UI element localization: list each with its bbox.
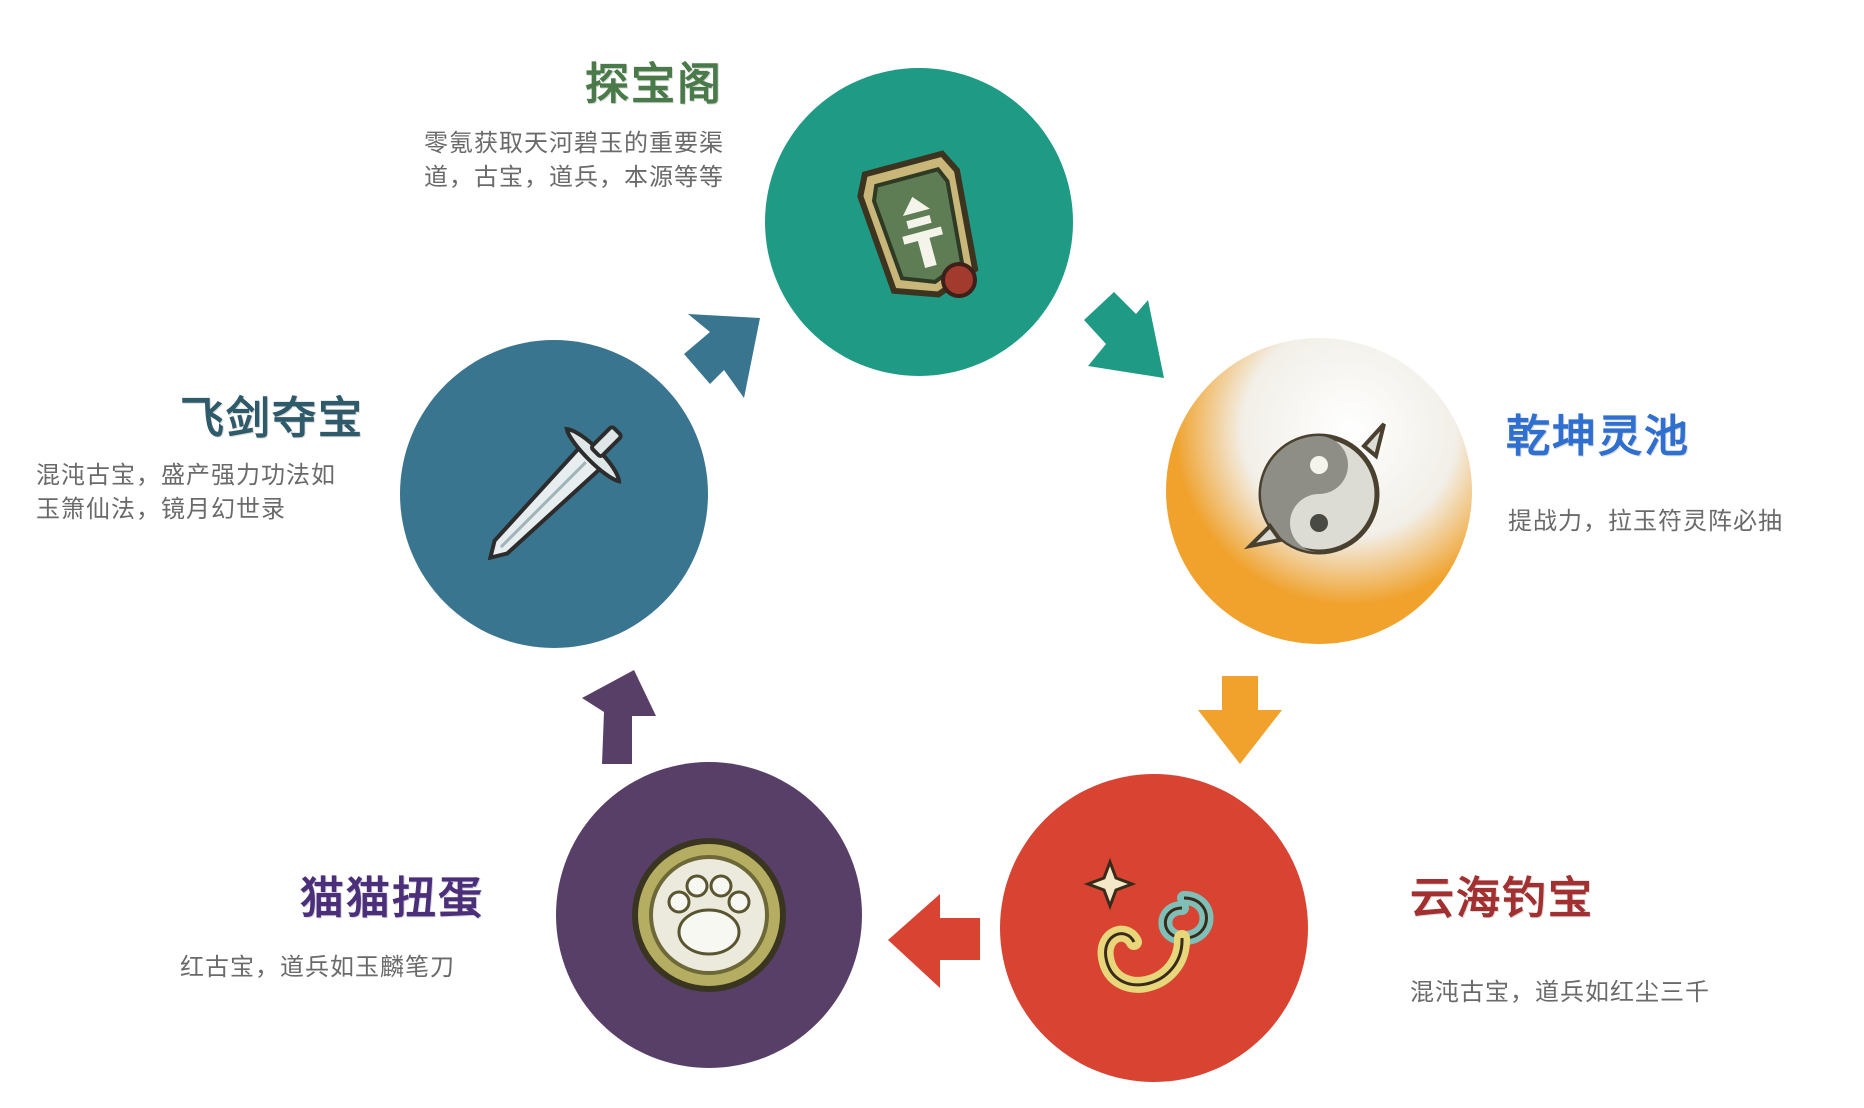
node-yunhai-circle (1000, 774, 1308, 1082)
yin-yang-fish-icon (1243, 422, 1386, 555)
desc-line: 道，古宝，道兵，本源等等 (424, 163, 724, 191)
arrow-maomao-to-feijian (582, 670, 656, 764)
arrow-tanbaoge-to-qiankun (1084, 292, 1164, 378)
fishing-hook-icon (1083, 857, 1214, 993)
node-feijian-circle (400, 340, 708, 648)
node-tanbaoge-desc: 零氪获取天河碧玉的重要渠 道，古宝，道兵，本源等等 (424, 126, 724, 194)
desc-line: 混沌古宝，盛产强力功法如 (36, 461, 336, 489)
desc-line: 提战力，拉玉符灵阵必抽 (1508, 507, 1783, 535)
desc-line: 红古宝，道兵如玉麟笔刀 (180, 953, 455, 981)
desc-line: 零氪获取天河碧玉的重要渠 (424, 129, 724, 157)
node-maomao-title: 猫猫扭蛋 (300, 873, 484, 924)
node-feijian-desc: 混沌古宝，盛产强力功法如 玉箫仙法，镜月幻世录 (36, 458, 336, 526)
arrow-qiankun-to-yunhai (1198, 676, 1282, 764)
node-tanbaoge-title: 探宝阁 (585, 59, 723, 110)
node-qiankun-circle (1166, 338, 1472, 644)
node-yunhai-title: 云海钓宝 (1410, 873, 1594, 924)
node-qiankun-desc: 提战力，拉玉符灵阵必抽 (1508, 504, 1783, 538)
node-maomao-circle (556, 762, 862, 1068)
flying-sword-icon (487, 425, 623, 561)
jade-token-icon (857, 150, 979, 298)
desc-line: 混沌古宝，道兵如红尘三千 (1410, 978, 1710, 1006)
arrow-feijian-to-tanbaoge (684, 314, 760, 398)
node-tanbaoge-circle (765, 68, 1073, 376)
paw-coin-icon (632, 838, 786, 992)
arrow-yunhai-to-maomao (888, 894, 980, 988)
desc-line: 玉箫仙法，镜月幻世录 (36, 495, 286, 523)
node-yunhai-desc: 混沌古宝，道兵如红尘三千 (1410, 975, 1710, 1009)
node-qiankun-title: 乾坤灵池 (1506, 411, 1690, 462)
node-maomao-desc: 红古宝，道兵如玉麟笔刀 (180, 950, 455, 984)
node-feijian-title: 飞剑夺宝 (180, 393, 364, 444)
